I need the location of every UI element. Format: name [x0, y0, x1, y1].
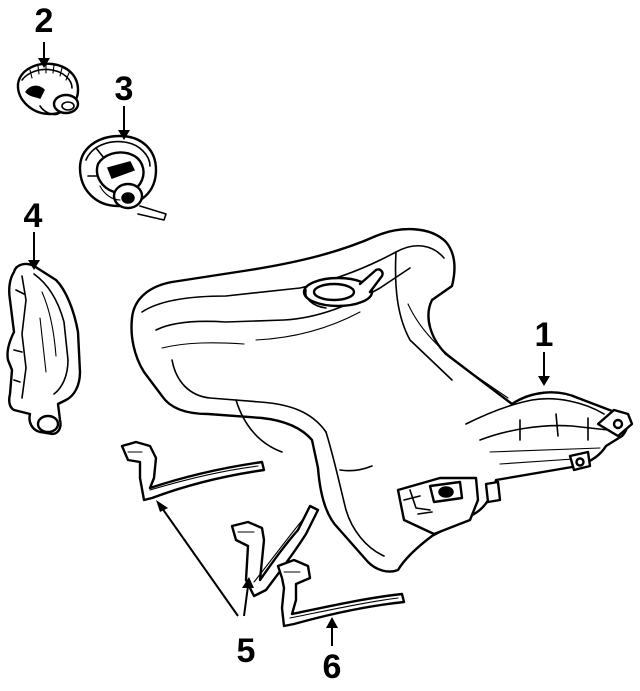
- callout-labels: 2 3 4 1 5 6: [24, 2, 554, 686]
- callout-6: 6: [323, 648, 342, 686]
- leader-2-arrowhead: [38, 58, 50, 68]
- callout-5: 5: [237, 632, 256, 670]
- leader-4-arrowhead: [28, 260, 40, 270]
- callout-leaders: [28, 42, 550, 646]
- leader-3-arrowhead: [118, 130, 130, 140]
- part-2-lock-ring: [16, 62, 80, 116]
- callout-1: 1: [535, 316, 554, 354]
- callout-3: 3: [115, 70, 134, 108]
- part-4-heat-shield: [6, 262, 82, 436]
- leader-5b: [243, 585, 249, 617]
- leader-5a: [161, 507, 239, 617]
- callout-2: 2: [35, 2, 54, 40]
- part-5-tank-straps: [120, 440, 320, 598]
- part-1-fuel-tank: [130, 227, 634, 573]
- callout-4: 4: [24, 197, 43, 235]
- part-3-sending-unit: [78, 134, 167, 221]
- part-6-tank-strap: [276, 558, 406, 628]
- leader-5b-arrowhead: [242, 577, 254, 588]
- leader-6-arrowhead: [326, 617, 338, 628]
- leader-5a-arrowhead: [156, 500, 168, 512]
- leader-1-arrowhead: [538, 376, 550, 386]
